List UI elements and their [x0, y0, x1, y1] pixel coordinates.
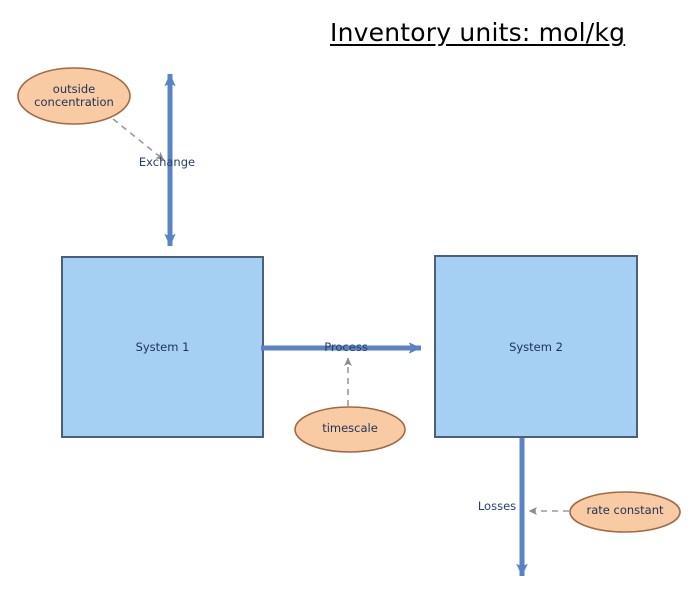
rate-constant-ellipse[interactable] — [569, 491, 681, 533]
connector-outside-concentration-to-exchange — [112, 118, 165, 161]
outside-concentration-ellipse[interactable] — [17, 67, 131, 125]
timescale-ellipse[interactable] — [294, 406, 406, 453]
system-2-box[interactable] — [434, 255, 638, 438]
system-1-box[interactable] — [61, 256, 264, 438]
